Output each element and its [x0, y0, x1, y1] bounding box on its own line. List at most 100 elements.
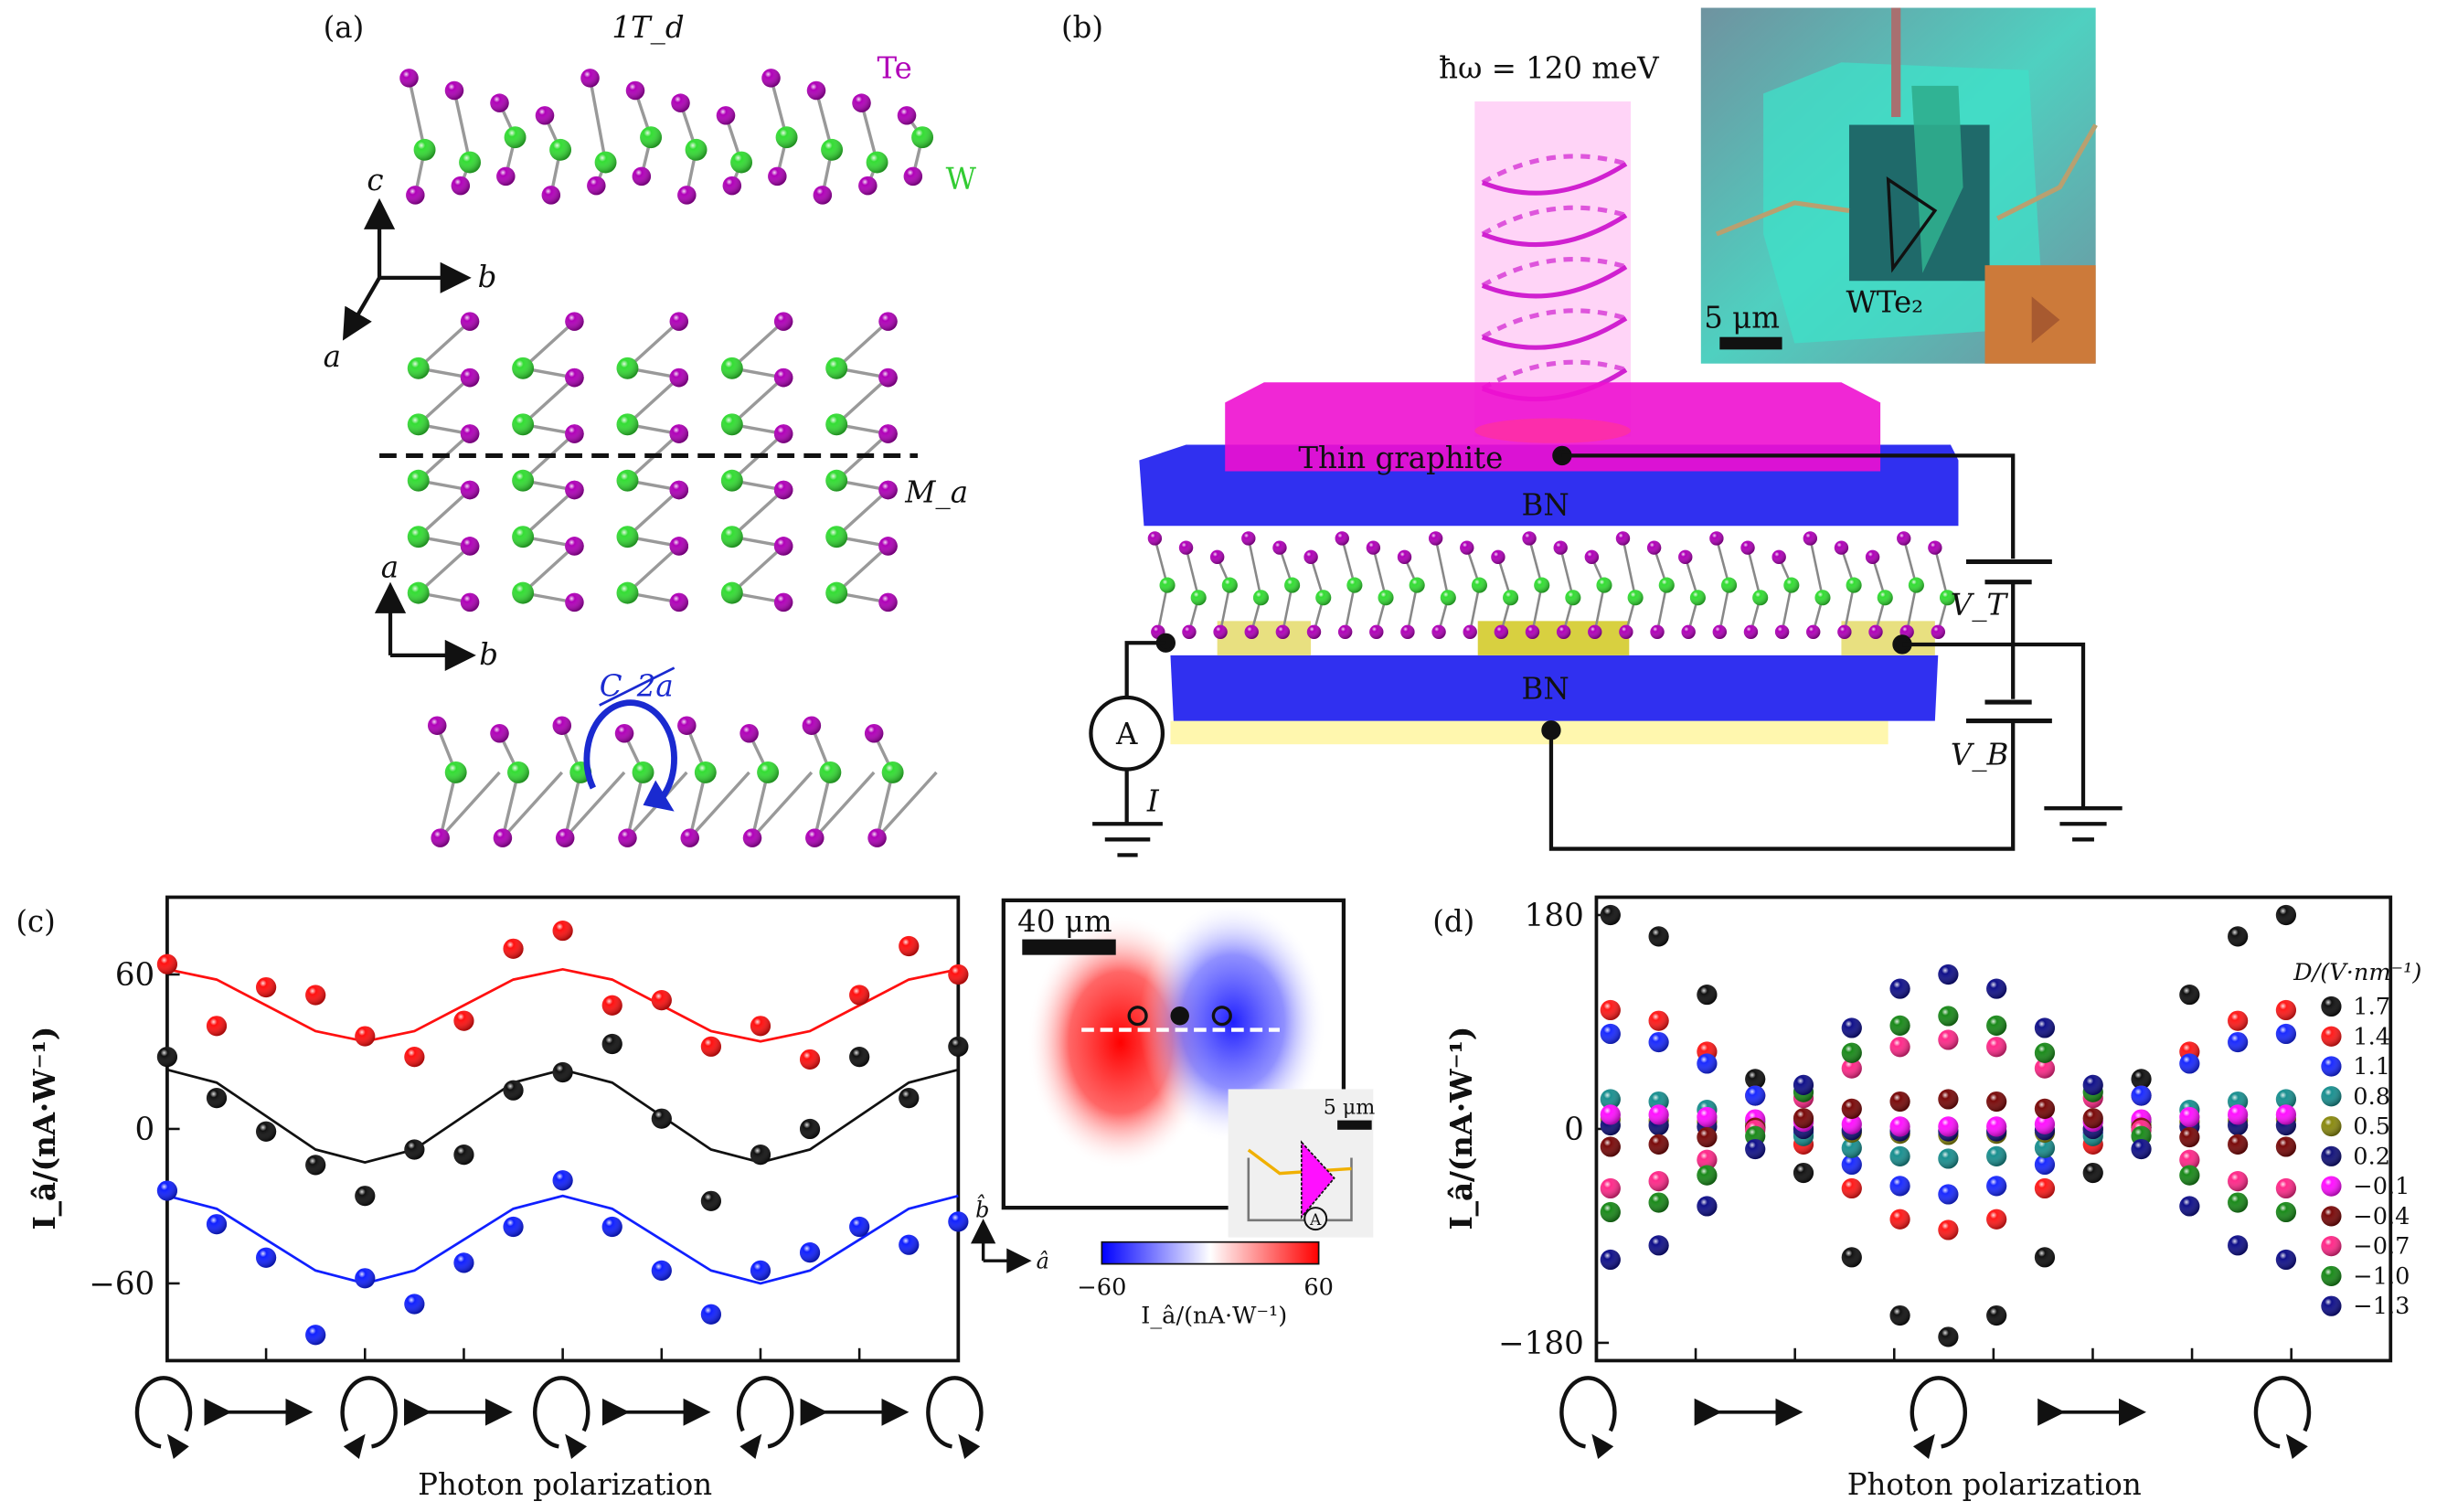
- data-point: [453, 1145, 474, 1166]
- series-1.7: [1600, 904, 2297, 1347]
- data-point: [1648, 1104, 1669, 1125]
- legend-label: 0.2: [2353, 1143, 2390, 1170]
- series-−1.3: [1600, 964, 2297, 1271]
- data-point: [1986, 978, 2007, 999]
- te-atom: [406, 186, 425, 205]
- data-point: [305, 985, 326, 1006]
- data-point: [2034, 1154, 2056, 1176]
- w-atom: [1846, 577, 1862, 593]
- helix-front: [1481, 264, 1628, 299]
- photon-energy-label: ħω = 120 meV: [1439, 50, 1659, 85]
- w-atom: [1159, 577, 1176, 593]
- axis-b-label: b: [478, 260, 497, 294]
- w-atom: [1877, 590, 1893, 606]
- legend-marker: [2321, 1056, 2342, 1077]
- legend-marker: [2321, 1086, 2342, 1107]
- te-atom: [1837, 624, 1852, 639]
- helix-back: [1481, 308, 1627, 339]
- data-point: [1600, 1104, 1621, 1125]
- te-atom: [802, 716, 822, 735]
- w-atom: [407, 413, 430, 436]
- vb-label: V_B: [1951, 737, 2008, 772]
- helix-back: [1481, 257, 1627, 288]
- data-point: [1938, 1006, 1959, 1027]
- current-label: I: [1146, 784, 1160, 819]
- te-atom: [1213, 624, 1228, 639]
- data-point: [1745, 1085, 1766, 1106]
- data-point: [2275, 1104, 2297, 1125]
- ammeter-label: A: [1115, 717, 1138, 751]
- data-point: [2179, 1165, 2200, 1186]
- data-point: [1889, 1116, 1910, 1137]
- data-point: [1648, 1171, 1669, 1192]
- phase-label: 1T_d: [612, 10, 684, 45]
- y-tick-label: 60: [115, 957, 154, 994]
- crystal-axes-ab: a b: [374, 550, 498, 672]
- vt-label: V_T: [1951, 588, 2009, 623]
- legend-marker: [2321, 1206, 2342, 1227]
- te-atom: [761, 69, 781, 88]
- axis2-b-label: b: [479, 637, 498, 672]
- axis-a-label: a: [324, 339, 341, 374]
- photo-scale-label: 5 μm: [1704, 300, 1780, 335]
- data-point: [1793, 1074, 1814, 1095]
- w-atom: [407, 581, 430, 604]
- helix-front: [1481, 213, 1628, 248]
- data-point: [1600, 1249, 1621, 1271]
- thin-graphite-label: Thin graphite: [1298, 441, 1503, 475]
- te-atom: [1491, 549, 1505, 565]
- w-atom: [720, 469, 743, 492]
- data-point: [2228, 1031, 2249, 1053]
- w-label: W: [946, 162, 977, 197]
- legend-label: 0.5: [2353, 1113, 2390, 1141]
- te-atom: [1771, 549, 1786, 565]
- te-atom: [1178, 540, 1194, 555]
- w-atom: [594, 151, 617, 174]
- w-atom: [685, 138, 708, 161]
- te-atom: [722, 176, 742, 196]
- te-atom: [565, 424, 584, 443]
- data-point: [2131, 1138, 2152, 1160]
- te-atom: [1803, 531, 1817, 546]
- inset-ammeter-label: A: [1309, 1211, 1322, 1230]
- te-atom: [669, 424, 689, 443]
- data-point: [1600, 904, 1621, 926]
- w-atom: [1814, 590, 1831, 606]
- w-atom: [512, 581, 535, 604]
- te-atom: [1337, 624, 1353, 639]
- te-atom: [535, 106, 555, 125]
- data-point: [1600, 1023, 1621, 1045]
- te-atom: [1525, 624, 1540, 639]
- te-atom: [1522, 531, 1537, 546]
- w-atom: [1409, 577, 1425, 593]
- legend-item: −0.4: [2321, 1203, 2410, 1230]
- data-point: [2034, 1177, 2056, 1199]
- data-point: [1889, 1304, 1910, 1326]
- te-atom: [1241, 531, 1256, 546]
- w-atom: [1503, 590, 1519, 606]
- w-atom: [549, 138, 572, 161]
- data-point: [156, 953, 178, 974]
- polarization-icons: [134, 1376, 984, 1459]
- data-point: [2228, 1192, 2249, 1213]
- w-atom: [504, 126, 527, 149]
- marker-open-right: [1211, 1006, 1232, 1027]
- data-point: [2179, 1106, 2200, 1128]
- w-atom: [512, 526, 535, 548]
- te-atom: [565, 312, 584, 331]
- crystal-axes-cba: c b a: [324, 163, 497, 374]
- te-atom: [716, 106, 736, 125]
- w-atom: [1783, 577, 1800, 593]
- te-atom: [1460, 540, 1474, 555]
- data-point: [156, 1180, 178, 1201]
- data-point: [206, 1088, 228, 1109]
- w-atom: [616, 526, 639, 548]
- w-atom: [825, 526, 848, 548]
- te-atom: [614, 724, 634, 743]
- axis2-a-label: a: [381, 550, 399, 585]
- data-point: [552, 1061, 573, 1083]
- light-beam: [1474, 101, 1632, 437]
- map-axis-a: â: [1037, 1249, 1049, 1274]
- data-point: [1938, 1116, 1959, 1137]
- te-atom: [431, 828, 450, 847]
